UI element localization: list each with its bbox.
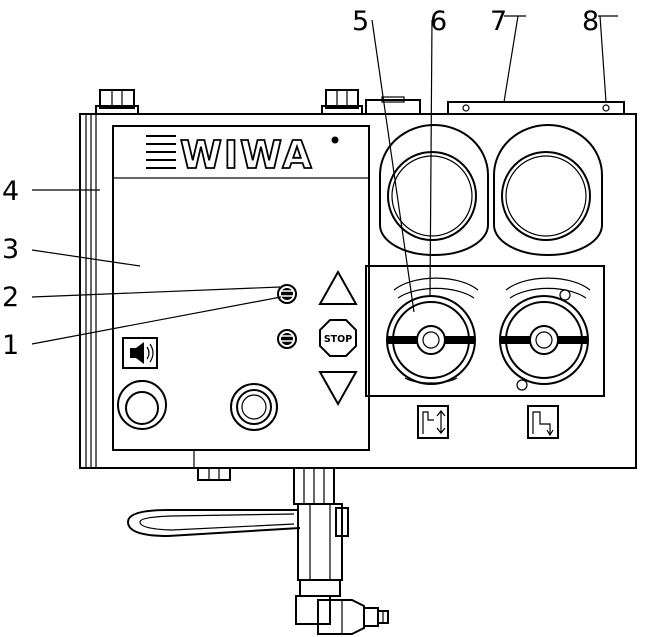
callout-8: 8 <box>582 6 599 37</box>
arrow-up-button[interactable] <box>318 269 358 305</box>
nozzle-elbow <box>295 595 389 635</box>
indicator-lamp-top[interactable] <box>277 284 297 304</box>
callout-6: 6 <box>430 6 447 37</box>
horn-knob[interactable] <box>117 379 167 430</box>
top-plate-right <box>447 101 625 115</box>
outlet-fitting <box>293 467 343 597</box>
front-plate <box>112 125 370 451</box>
push-button[interactable] <box>230 383 278 431</box>
wiwa-logo: WIWA <box>146 132 339 178</box>
regulator-plate <box>365 265 605 397</box>
callout-7: 7 <box>490 6 507 37</box>
housing <box>79 113 637 469</box>
pressure-regulator-right[interactable] <box>499 277 591 391</box>
gauge-left <box>379 124 489 256</box>
ball-valve-handle[interactable] <box>126 507 349 538</box>
callout-1: 1 <box>2 330 19 361</box>
top-bracket <box>365 96 421 115</box>
pump-flow-icon <box>527 405 559 439</box>
arrow-down-button[interactable] <box>318 371 358 407</box>
pressure-regulator-left[interactable] <box>386 277 479 385</box>
gauge-right <box>493 124 603 256</box>
callout-2: 2 <box>2 282 19 313</box>
brand-text: WIWA <box>180 133 314 177</box>
speaker-icon <box>122 337 158 369</box>
callout-5: 5 <box>352 6 369 37</box>
leader-lines <box>31 15 618 345</box>
bottom-bolt <box>193 450 231 481</box>
top-bolt-left <box>95 89 139 115</box>
top-bolt-middle <box>321 89 363 115</box>
stop-button[interactable]: STOP <box>319 319 357 357</box>
callout-4: 4 <box>2 176 19 207</box>
stop-label: STOP <box>324 334 352 345</box>
pump-up-down-icon <box>417 405 449 439</box>
callout-3: 3 <box>2 234 19 265</box>
indicator-lamp-bottom[interactable] <box>277 329 297 349</box>
